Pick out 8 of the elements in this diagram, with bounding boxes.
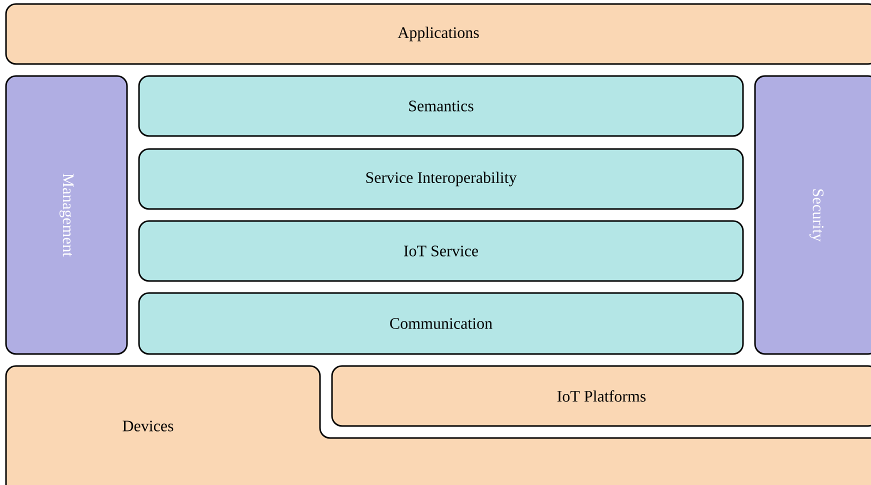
layer-box: Semantics	[138, 75, 744, 137]
side-panel: Management	[5, 75, 128, 355]
side-panel: Security	[754, 75, 871, 355]
layer-box: Service Interoperability	[138, 148, 744, 210]
layer-box: Applications	[5, 3, 871, 65]
layer-box: IoT Platforms	[331, 365, 871, 427]
layer-box: Communication	[138, 292, 744, 355]
layer-box: IoT Service	[138, 220, 744, 282]
